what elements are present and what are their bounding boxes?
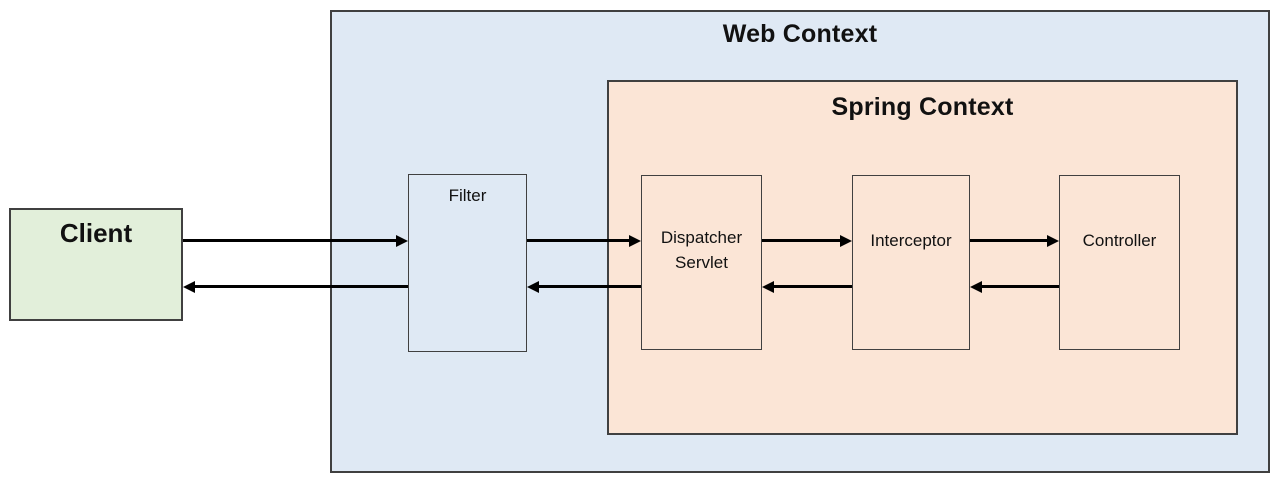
interceptor-node-label: Interceptor [870, 231, 952, 250]
spring-context-title: Spring Context [831, 93, 1014, 121]
arrow-controller-to-interceptor [982, 285, 1059, 288]
web-context-container: Web Context Filter Spring Context Dispat… [330, 10, 1270, 473]
arrow-client-to-filter [183, 239, 396, 242]
client-node: Client [9, 208, 183, 321]
arrow-filter-to-client [195, 285, 408, 288]
arrow-interceptor-to-controller [970, 239, 1047, 242]
filter-node-label: Filter [448, 186, 487, 205]
controller-node: Controller [1059, 175, 1180, 350]
arrow-dispatcher-servlet-to-interceptor [762, 239, 840, 242]
dispatcher-servlet-node: Dispatcher Servlet [641, 175, 762, 350]
arrow-filter-to-dispatcher-servlet [527, 239, 629, 242]
controller-node-label: Controller [1082, 231, 1157, 250]
arrow-dispatcher-servlet-to-filter [539, 285, 641, 288]
interceptor-node: Interceptor [852, 175, 970, 350]
filter-node: Filter [408, 174, 527, 352]
arrow-interceptor-to-dispatcher-servlet [774, 285, 852, 288]
spring-context-container: Spring Context Dispatcher Servlet Interc… [607, 80, 1238, 435]
web-context-title: Web Context [722, 20, 878, 48]
dispatcher-servlet-node-label: Dispatcher Servlet [660, 228, 743, 272]
client-node-label: Client [59, 218, 133, 248]
